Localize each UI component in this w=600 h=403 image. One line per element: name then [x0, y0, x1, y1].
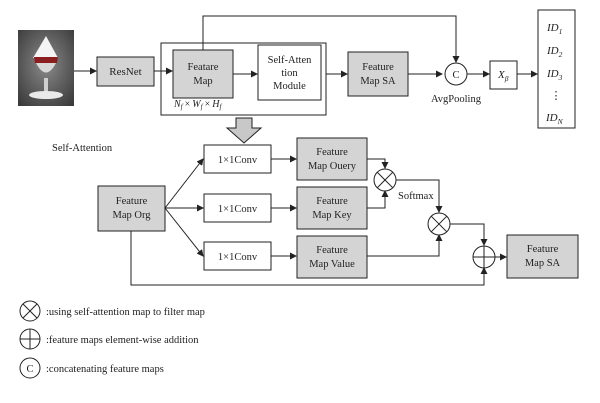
feature-map-sa-output-box: Feature Map SA	[506, 234, 579, 279]
id-1-label: ID1	[546, 22, 562, 36]
module-label-1: Self-Atten	[268, 55, 312, 66]
softmax-label: Softmax	[398, 191, 434, 202]
feature-extraction-frame	[160, 42, 327, 116]
legend-otimes-text: :using self-attention map to filter map	[46, 307, 205, 318]
id-list-box: ID1 ID2 ID3 ⋮ IDN	[537, 9, 576, 129]
input-image	[18, 30, 74, 106]
feature-map-value-box: Feature Map Value	[296, 235, 368, 279]
feature-map-query-box: Feature Map Ouery	[296, 137, 368, 181]
section-label: Self-Attention	[52, 143, 113, 154]
legend-oplus-text: :feature maps element-wise addition	[46, 335, 199, 346]
concat-symbol: C	[452, 70, 459, 81]
concat-node: C	[444, 62, 468, 86]
value-label-2: Map Value	[309, 259, 355, 270]
skip-connection-line	[202, 15, 460, 63]
module-label-2: tion	[281, 68, 298, 79]
legend-concat: C :concatenating feature maps	[19, 357, 164, 379]
legend-concat-text: :concatenating feature maps	[46, 364, 164, 375]
key-label-1: Feature	[316, 196, 348, 207]
self-attention-module-box: Self-Atten tion Module	[257, 44, 322, 101]
add-node	[472, 245, 496, 269]
org-label-2: Map Org	[112, 210, 151, 221]
output-label-2: Map SA	[525, 258, 561, 269]
id-3-label: ID3	[546, 68, 563, 82]
resnet-label: ResNet	[109, 66, 141, 78]
feature-map-label-1: Featare	[188, 62, 219, 73]
key-label-2: Map Key	[312, 210, 352, 221]
x-beta-box: Xβ	[489, 60, 518, 90]
conv-label-1: 1×1Conv	[218, 155, 258, 166]
feature-map-sa-box-top: Feature Map SA	[347, 51, 409, 97]
id-2-label: ID2	[546, 45, 563, 59]
resnet-box: ResNet	[96, 56, 155, 87]
dims-label: Nf×Wf×Hf	[173, 99, 222, 111]
conv-label-2: 1×1Conv	[218, 204, 258, 215]
value-label-1: Feature	[316, 245, 348, 256]
conv-box-query: 1×1Conv	[203, 144, 272, 174]
residual-line	[130, 231, 488, 286]
conv-box-value: 1×1Conv	[203, 241, 272, 271]
legend-concat-symbol: C	[26, 364, 33, 375]
legend-otimes: :using self-attention map to filter map	[19, 300, 205, 322]
x-beta-label: Xβ	[497, 69, 509, 83]
multiply-node-value	[427, 212, 451, 236]
sa-top-label-1: Feature	[362, 62, 394, 73]
feature-map-org-box: Feature Map Org	[97, 185, 166, 232]
id-ellipsis: ⋮	[551, 90, 562, 102]
id-n-label: IDN	[545, 112, 564, 126]
feature-map-label-2: Map	[193, 76, 212, 87]
feature-map-box: Featare Map	[172, 49, 234, 99]
query-label-1: Feature	[316, 147, 348, 158]
conv-box-key: 1×1Conv	[203, 193, 272, 223]
query-label-2: Map Ouery	[308, 161, 357, 172]
avgpooling-label: AvgPooling	[431, 94, 482, 105]
multiply-node-softmax	[373, 168, 397, 192]
expand-arrow	[225, 117, 263, 144]
sa-top-label-2: Map SA	[360, 76, 396, 87]
output-label-1: Feature	[527, 244, 559, 255]
org-label-1: Feature	[116, 196, 148, 207]
module-label-3: Module	[273, 81, 306, 92]
legend-oplus: :feature maps element-wise addition	[19, 328, 199, 350]
feature-map-key-box: Feature Map Key	[296, 186, 368, 230]
conv-label-3: 1×1Conv	[218, 252, 258, 263]
